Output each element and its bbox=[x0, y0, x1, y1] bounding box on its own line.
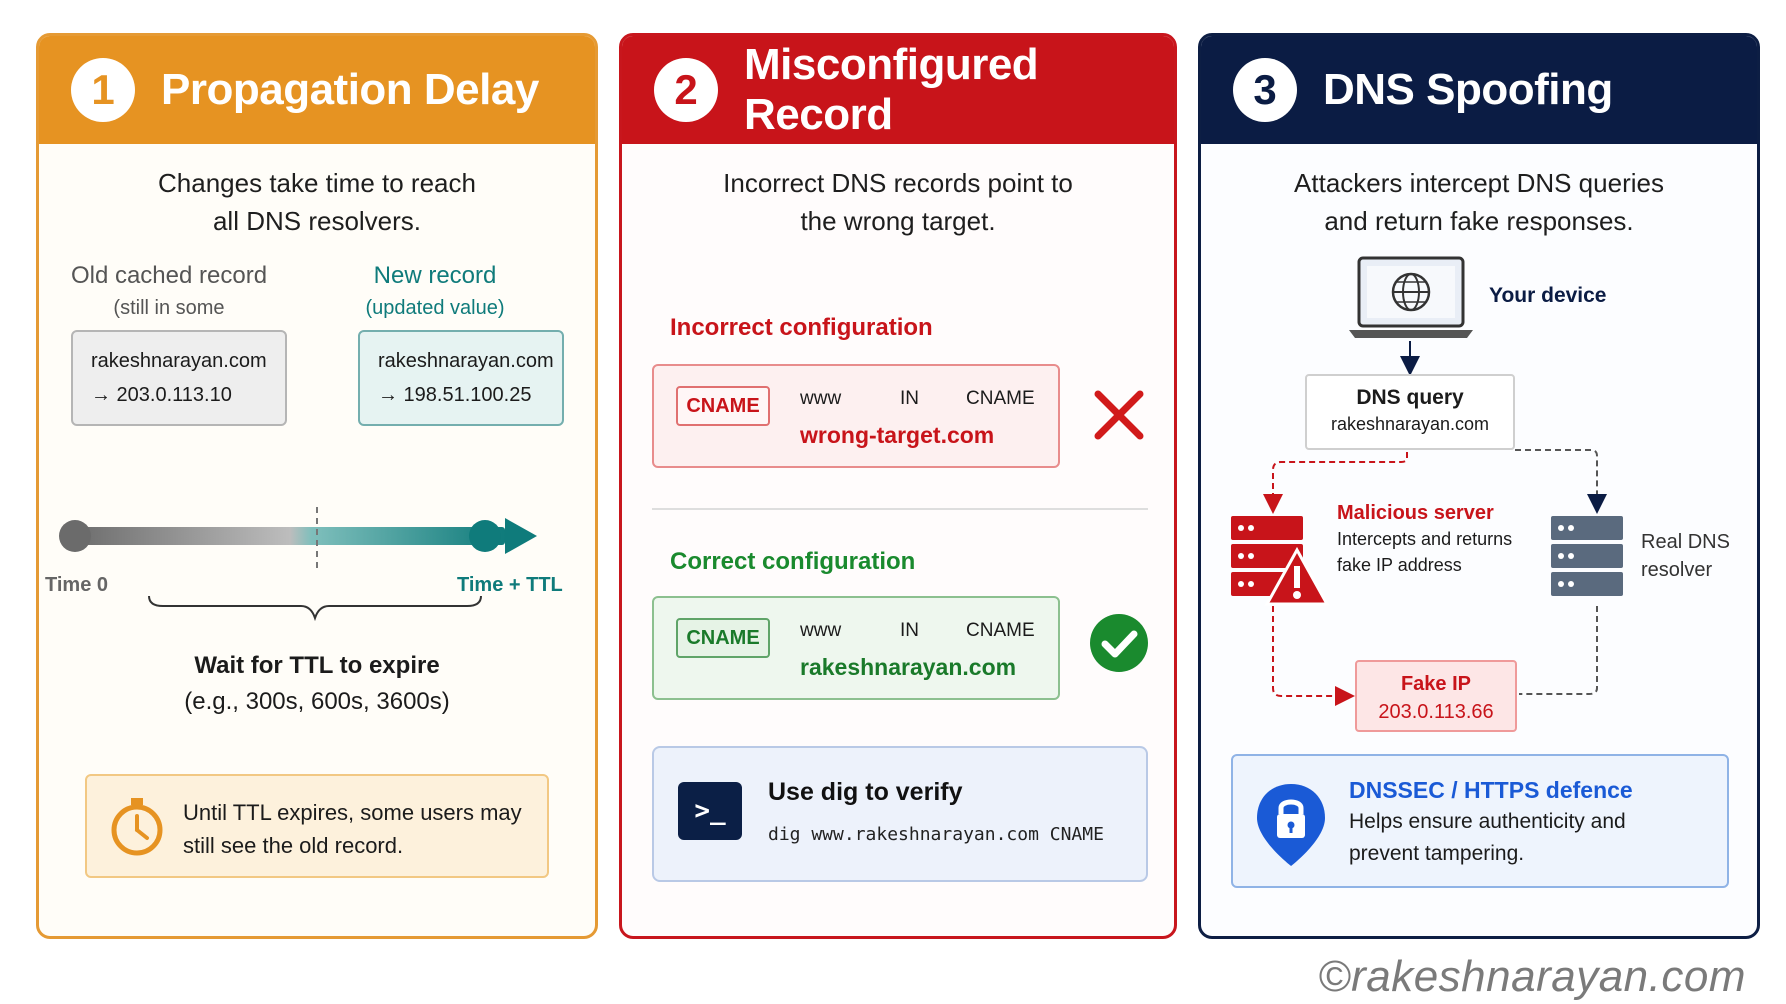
dig-command: dig www.rakeshnarayan.com CNAME bbox=[768, 824, 1104, 845]
device-label: Your device bbox=[1489, 284, 1607, 307]
record-type-tag: CNAME bbox=[676, 386, 770, 426]
panel-title: Misconfigured Record bbox=[744, 40, 1039, 139]
ttl-note: Until TTL expires, some users may still … bbox=[85, 774, 549, 878]
watermark: ©rakeshnarayan.com bbox=[1318, 952, 1746, 1001]
stopwatch-icon bbox=[111, 798, 163, 856]
record-host: www bbox=[800, 620, 842, 641]
dnssec-title: DNSSEC / HTTPS defence bbox=[1349, 777, 1633, 803]
ttl-timeline bbox=[59, 506, 537, 622]
malicious-desc: Intercepts and returns bbox=[1337, 529, 1513, 549]
old-record-domain: rakeshnarayan.com bbox=[91, 350, 267, 372]
record-class: IN bbox=[900, 620, 919, 641]
real-to-fake-line bbox=[1519, 606, 1598, 695]
intro-line: and return fake responses. bbox=[1324, 206, 1634, 236]
fake-ip-title: Fake IP bbox=[1400, 673, 1472, 695]
laptop-globe-icon bbox=[1349, 256, 1473, 338]
query-title: DNS query bbox=[1356, 386, 1464, 409]
record-rtype: CNAME bbox=[966, 388, 1035, 409]
real-resolver-line: Real DNS bbox=[1641, 531, 1730, 553]
dns-query-box: DNS query rakeshnarayan.com bbox=[1305, 374, 1515, 450]
panel-header: 1 Propagation Delay bbox=[39, 36, 595, 144]
step-number: 1 bbox=[71, 58, 135, 122]
real-resolver-icon bbox=[1551, 516, 1623, 596]
lock-pin-icon bbox=[1257, 784, 1325, 866]
new-record-domain: rakeshnarayan.com bbox=[378, 350, 554, 372]
ttl-note-text: Until TTL expires, some users may still … bbox=[183, 796, 522, 862]
target-tld: .com bbox=[940, 422, 995, 448]
new-label-text: New record bbox=[373, 262, 497, 289]
old-record-ip: → 203.0.113.10 bbox=[91, 384, 232, 406]
intro-line: Incorrect DNS records point to bbox=[723, 168, 1073, 198]
dnssec-defence-box: DNSSEC / HTTPS defence Helps ensure auth… bbox=[1231, 754, 1729, 888]
intro-line: Changes take time to reach bbox=[158, 168, 476, 198]
malicious-title: Malicious server bbox=[1337, 502, 1494, 524]
dig-verify-box: >_ Use dig to verify dig www.rakeshnaray… bbox=[652, 746, 1148, 882]
verify-title: Use dig to verify bbox=[768, 778, 963, 806]
timeline-end-dot bbox=[469, 520, 501, 552]
note-line: still see the old record. bbox=[183, 833, 404, 858]
incorrect-config-label: Incorrect configuration bbox=[670, 314, 933, 341]
terminal-icon: >_ bbox=[678, 782, 742, 840]
malicious-desc: fake IP address bbox=[1337, 555, 1462, 575]
intro-line: all DNS resolvers. bbox=[212, 206, 422, 236]
panel-title: Propagation Delay bbox=[161, 65, 539, 114]
wait-examples: (e.g., 300s, 600s, 3600s) bbox=[184, 688, 450, 715]
wrong-target-text: wrong-target bbox=[800, 422, 941, 448]
step-number: 2 bbox=[654, 58, 718, 122]
new-label-sub: (updated value) bbox=[365, 297, 505, 319]
old-label-text: Old cached record bbox=[70, 262, 268, 289]
correct-config-box: CNAME www IN CNAME rakeshnarayan.com bbox=[652, 596, 1060, 700]
record-class: IN bbox=[900, 388, 919, 409]
wait-caption: Wait for TTL to expire (e.g., 300s, 600s… bbox=[39, 648, 595, 720]
record-target: wrong-target.com bbox=[800, 422, 994, 449]
note-line: Until TTL expires, some users may bbox=[183, 800, 522, 825]
time-ttl-label: Time + TTL bbox=[457, 574, 563, 596]
correct-config-label: Correct configuration bbox=[670, 548, 916, 575]
panel-title: DNS Spoofing bbox=[1323, 65, 1613, 114]
timeline-bar bbox=[75, 527, 505, 545]
panel-header: 2 Misconfigured Record bbox=[622, 36, 1174, 144]
timeline-start-dot bbox=[59, 520, 91, 552]
record-host: www bbox=[800, 388, 842, 409]
panel-intro: Changes take time to reach all DNS resol… bbox=[39, 164, 595, 240]
panel-dns-spoofing: 3 DNS Spoofing Attackers intercept DNS q… bbox=[1198, 33, 1760, 939]
time-zero-label: Time 0 bbox=[45, 574, 108, 596]
real-resolver-line: resolver bbox=[1641, 559, 1713, 581]
malicious-server-icon bbox=[1231, 516, 1330, 606]
new-record-box: rakeshnarayan.com → 198.51.100.25 bbox=[358, 330, 564, 426]
record-rtype: CNAME bbox=[966, 620, 1035, 641]
incorrect-config-box: CNAME www IN CNAME wrong-target.com bbox=[652, 364, 1060, 468]
panel-header: 3 DNS Spoofing bbox=[1201, 36, 1757, 144]
malicious-to-fake-arrow bbox=[1272, 606, 1355, 706]
step-number: 3 bbox=[1233, 58, 1297, 122]
new-record-label: New record (updated value) bbox=[335, 260, 535, 324]
panel-misconfigured-record: 2 Misconfigured Record Incorrect DNS rec… bbox=[619, 33, 1177, 939]
new-record-ip: → 198.51.100.25 bbox=[378, 384, 532, 406]
dnssec-text: DNSSEC / HTTPS defence Helps ensure auth… bbox=[1349, 774, 1633, 870]
dnssec-desc: Helps ensure authenticity and bbox=[1349, 810, 1626, 833]
record-target: rakeshnarayan.com bbox=[800, 654, 1017, 680]
spoofing-flow-arrows bbox=[1263, 341, 1607, 706]
query-domain: rakeshnarayan.com bbox=[1330, 414, 1490, 434]
success-check-icon bbox=[1090, 614, 1148, 672]
panel-propagation-delay: 1 Propagation Delay Changes take time to… bbox=[36, 33, 598, 939]
query-to-real-arrow bbox=[1515, 449, 1607, 514]
timeline-arrowhead bbox=[505, 518, 537, 554]
record-type-tag: CNAME bbox=[676, 618, 770, 658]
query-to-malicious-arrow bbox=[1263, 452, 1408, 514]
section-divider bbox=[652, 508, 1148, 510]
fake-ip-value: 203.0.113.66 bbox=[1378, 701, 1494, 723]
intro-line: Attackers intercept DNS queries bbox=[1294, 168, 1664, 198]
wait-title: Wait for TTL to expire bbox=[194, 652, 440, 679]
panel-intro: Attackers intercept DNS queries and retu… bbox=[1201, 164, 1757, 240]
wait-brace bbox=[148, 595, 482, 622]
real-resolver-label: Real DNS resolver bbox=[1641, 528, 1730, 584]
error-x-icon bbox=[1094, 390, 1144, 440]
intro-line: the wrong target. bbox=[800, 206, 996, 236]
fake-ip-box: Fake IP 203.0.113.66 bbox=[1355, 660, 1517, 732]
panel-intro: Incorrect DNS records point to the wrong… bbox=[622, 164, 1174, 240]
old-record-box: rakeshnarayan.com → 203.0.113.10 bbox=[71, 330, 287, 426]
malicious-server-text: Malicious server Intercepts and returns … bbox=[1337, 500, 1512, 578]
dnssec-desc: prevent tampering. bbox=[1349, 842, 1525, 865]
